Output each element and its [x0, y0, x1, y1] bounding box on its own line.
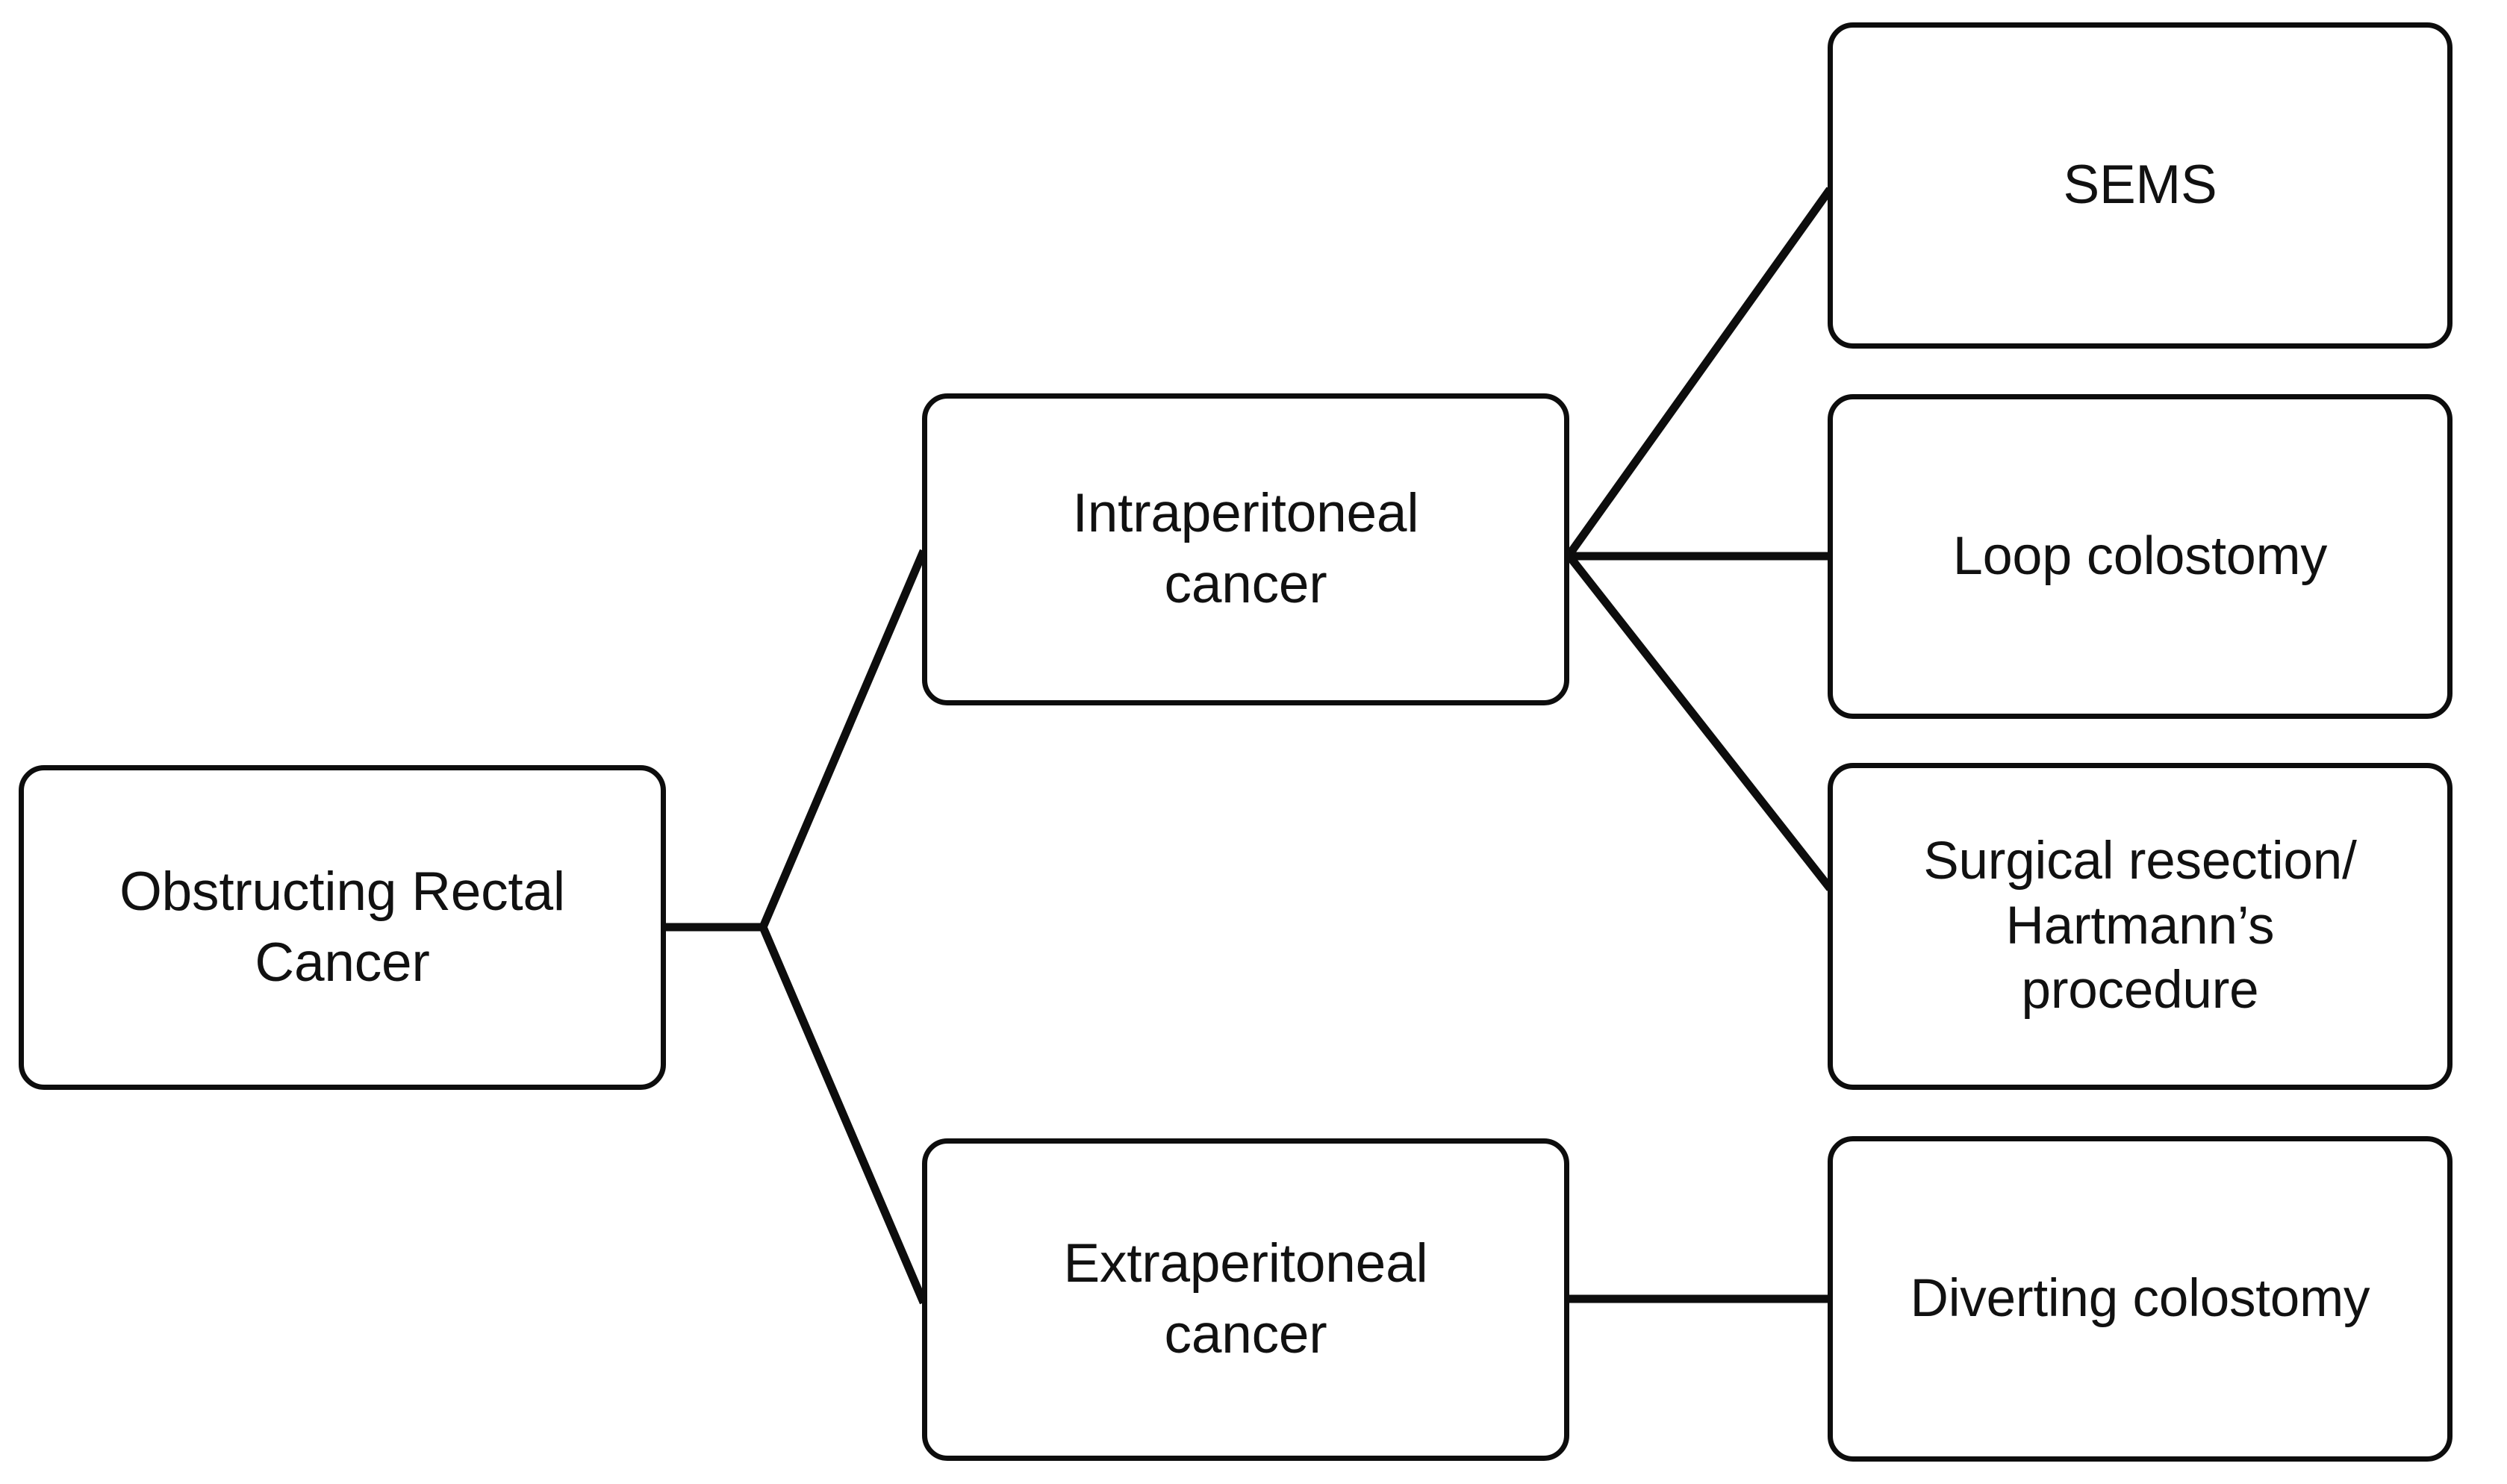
node-label-intraperitoneal: Intraperitoneal cancer [1072, 483, 1419, 614]
edge-intraperitoneal-to-surgical-resection [1563, 550, 1834, 891]
edge-root-to-extraperitoneal [757, 921, 928, 1305]
node-label-root: Obstructing Rectal Cancer [119, 861, 565, 993]
edge-root-to-intraperitoneal [757, 549, 928, 933]
node-label-diverting-colostomy: Diverting colostomy [1910, 1268, 2370, 1328]
node-loop-colostomy[interactable]: Loop colostomy [1828, 394, 2452, 719]
node-diverting-colostomy[interactable]: Diverting colostomy [1828, 1136, 2452, 1462]
node-obstructing-rectal-cancer[interactable]: Obstructing Rectal Cancer [19, 765, 666, 1090]
node-extraperitoneal-cancer[interactable]: Extraperitoneal cancer [922, 1138, 1569, 1461]
node-intraperitoneal-cancer[interactable]: Intraperitoneal cancer [922, 393, 1569, 705]
node-label-extraperitoneal: Extraperitoneal cancer [1063, 1233, 1428, 1365]
node-surgical-resection-hartmanns-procedure[interactable]: Surgical resection/ Hartmann’s procedure [1828, 763, 2452, 1090]
node-label-surgical-resection: Surgical resection/ Hartmann’s procedure [1923, 832, 2357, 1020]
node-sems[interactable]: SEMS [1828, 22, 2452, 349]
node-label-loop-colostomy: Loop colostomy [1952, 526, 2328, 586]
edge-intraperitoneal-to-sems [1563, 187, 1834, 561]
node-label-sems: SEMS [2063, 155, 2217, 216]
